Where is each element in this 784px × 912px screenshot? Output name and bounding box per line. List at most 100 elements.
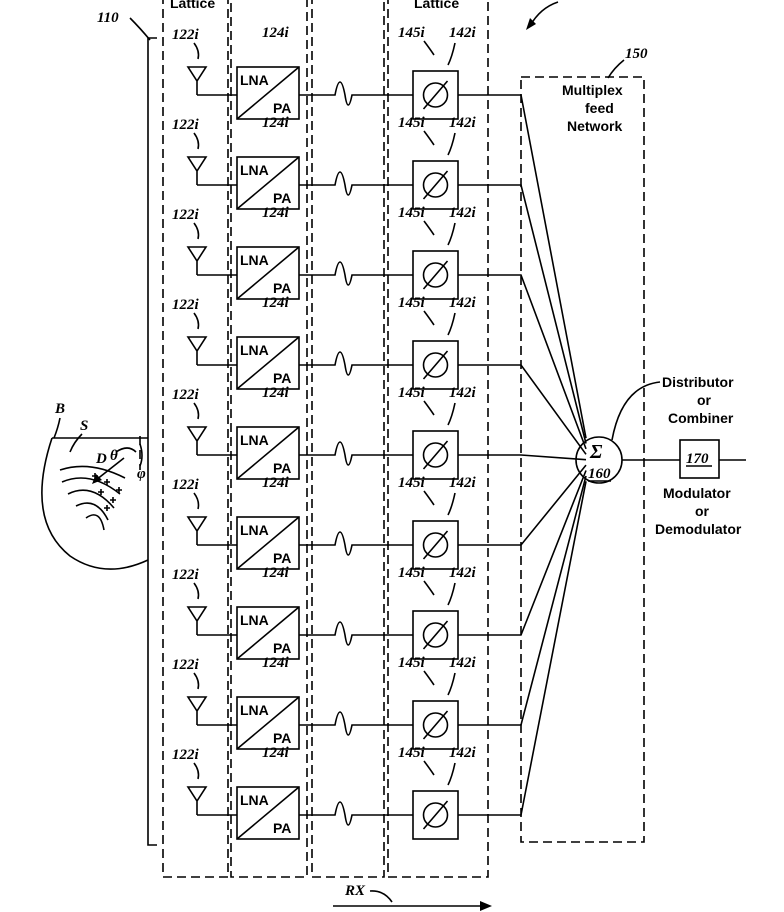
antenna-ref-label: 122i: [172, 117, 200, 133]
phase-shifter-ref-b-leader: [447, 132, 456, 156]
antenna-ref-label: 122i: [172, 477, 200, 493]
array-ref-leader: [129, 17, 151, 41]
lattice-right-label: Lattice: [414, 0, 459, 11]
amplifier-lna-label: LNA: [240, 522, 269, 538]
amplifier-lna-label: LNA: [240, 612, 269, 628]
amplifier-diagonal: [236, 156, 300, 210]
amplifier-diagonal: [236, 516, 300, 570]
antenna-icon: [186, 426, 208, 455]
phase-shifter-slash: [422, 710, 449, 740]
phase-shifter-ref-b: 142i: [449, 565, 477, 581]
antenna-icon: [186, 516, 208, 545]
rx-arrowhead: [480, 901, 492, 911]
transmission-line: [299, 351, 413, 376]
phase-shifter-ref-b-leader: [447, 222, 456, 246]
phase-shifter-ref-b-leader: [447, 402, 456, 426]
amplifier-pa-label: PA: [273, 100, 291, 116]
phase-shifter-slash: [422, 170, 449, 200]
amplifier-pa-label: PA: [273, 640, 291, 656]
feed-ref-leader: [607, 59, 625, 79]
feed-line: [458, 481, 587, 816]
modulator-label-line-3: Demodulator: [655, 521, 742, 537]
phase-shifter-ref-b-leader: [447, 672, 456, 696]
antenna-ref-label: 122i: [172, 27, 200, 43]
phase-shifter-ref-a-leader: [423, 490, 435, 506]
phase-shifter-slash: [422, 260, 449, 290]
amplifier-pa-label: PA: [273, 550, 291, 566]
amplifier-box: [236, 696, 300, 750]
amplifier-pa-label: PA: [273, 280, 291, 296]
antenna-ref-leader: [193, 132, 200, 150]
array-ref-label: 110: [97, 10, 119, 26]
antenna-ref-label: 122i: [172, 297, 200, 313]
transmission-line: [299, 711, 413, 736]
amplifier-ref-label: 124i: [262, 115, 290, 131]
amplifier-lna-label: LNA: [240, 162, 269, 178]
amplifier-lna-label: LNA: [240, 72, 269, 88]
antenna-icon: [186, 66, 208, 95]
transmission-line: [299, 81, 413, 106]
phase-shifter-slash: [422, 530, 449, 560]
phase-shifter-slash: [422, 620, 449, 650]
direction-arrowhead: [92, 474, 102, 484]
feed-label-line-1: Multiplex: [562, 82, 623, 98]
phase-shifter-slash: [422, 80, 449, 110]
feed-line: [458, 475, 587, 726]
phase-shifter-ref-a: 145i: [398, 475, 426, 491]
modulator-ref-label: 170: [686, 451, 709, 467]
antenna-ref-leader: [193, 672, 200, 690]
phase-shifter-ref-a: 145i: [398, 205, 426, 221]
distributor-label-line-1: Distributor: [662, 374, 734, 390]
transmission-line: [299, 261, 413, 286]
feed-line: [458, 364, 587, 455]
distributor-leader: [611, 381, 661, 441]
amplifier-pa-label: PA: [273, 370, 291, 386]
figure-reference-arrowhead: [526, 18, 536, 30]
phase-shifter-ref-a-leader: [423, 400, 435, 416]
direction-arrow: [95, 457, 125, 481]
antenna-ref-leader: [193, 492, 200, 510]
amplifier-lna-label: LNA: [240, 432, 269, 448]
antenna-icon: [186, 786, 208, 815]
phase-shifter-ref-a: 145i: [398, 25, 426, 41]
amplifier-box: [236, 606, 300, 660]
amplifier-lna-label: LNA: [240, 792, 269, 808]
modulator-label-line-1: Modulator: [663, 485, 731, 501]
amplifier-diagonal: [236, 696, 300, 750]
amplifier-pa-label: PA: [273, 460, 291, 476]
modulator-label-line-2: or: [695, 503, 710, 519]
rx-leader: [369, 890, 393, 903]
phase-shifter-ref-a: 145i: [398, 295, 426, 311]
direction-ref-label: D: [95, 451, 107, 467]
antenna-ref-label: 122i: [172, 657, 200, 673]
lattice-column-lines: [311, 0, 385, 878]
phase-shifter-icon: [422, 802, 449, 828]
phase-shifter-ref-b: 142i: [449, 475, 477, 491]
antenna-ref-label: 122i: [172, 207, 200, 223]
phase-shifter-ref-a: 145i: [398, 745, 426, 761]
amplifier-box: [236, 426, 300, 480]
antenna-icon: [186, 606, 208, 635]
lattice-column-amplifiers: [230, 0, 308, 878]
amplifier-diagonal: [236, 336, 300, 390]
feed-line: [458, 94, 587, 439]
transmission-line: [299, 531, 413, 556]
phase-shifter-ref-a-leader: [423, 40, 435, 56]
lattice-column-phase-shifters: [387, 0, 489, 878]
amplifier-ref-label: 124i: [262, 385, 290, 401]
phase-shifter-ref-b-leader: [447, 312, 456, 336]
feed-line: [458, 184, 587, 444]
amplifier-diagonal: [236, 426, 300, 480]
feed-line: [458, 454, 587, 461]
theta-arc: [115, 447, 137, 453]
phase-shifter-ref-a-leader: [423, 220, 435, 236]
beam-ref-leader: [53, 417, 61, 439]
transmission-line: [299, 171, 413, 196]
phase-shifter-ref-b-leader: [447, 582, 456, 606]
